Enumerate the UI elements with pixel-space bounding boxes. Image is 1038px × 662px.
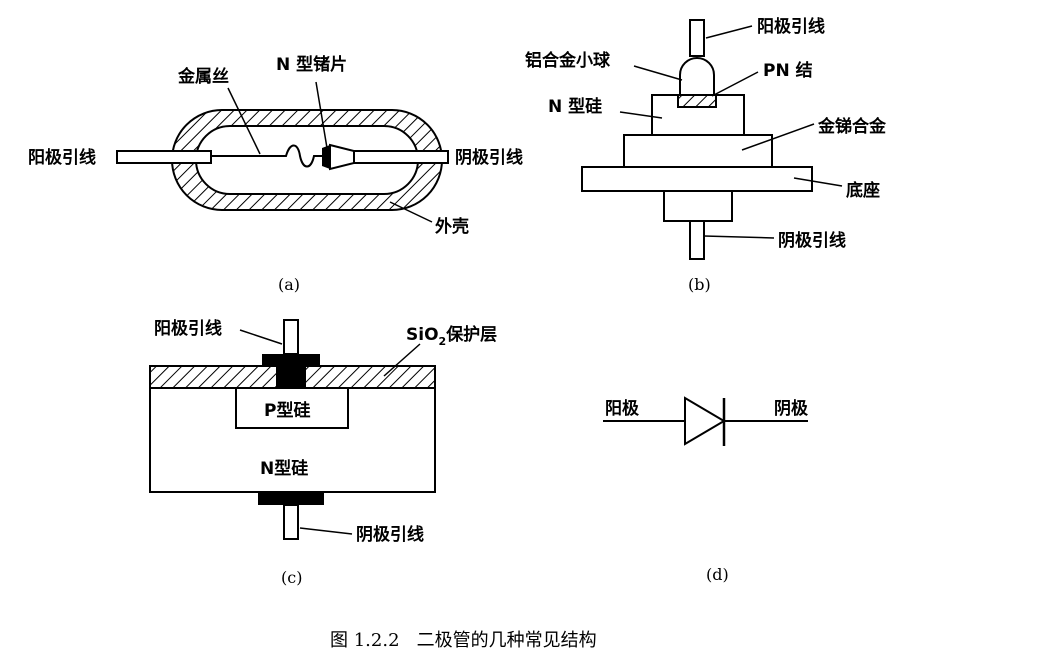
metal-wire bbox=[211, 144, 322, 168]
cathode-lead bbox=[283, 504, 299, 540]
anode-contact-through bbox=[276, 366, 306, 388]
label-anode-lead-a: 阳极引线 bbox=[28, 147, 96, 168]
anode-lead bbox=[689, 19, 705, 57]
sublabel-c: (c) bbox=[281, 568, 302, 587]
label-anode-lead-b: 阳极引线 bbox=[757, 16, 825, 37]
sublabel-a: (a) bbox=[278, 275, 300, 294]
label-al-ball: 铝合金小球 bbox=[525, 50, 611, 71]
cathode-lead bbox=[689, 220, 705, 260]
base-plate bbox=[581, 166, 813, 192]
anode-contact-top bbox=[262, 354, 320, 366]
panel-a: 金属丝 N 型锗片 阳极引线 阴极引线 外壳 (a) bbox=[28, 54, 523, 294]
label-sio2: SiO2保护层 bbox=[406, 324, 497, 348]
aluminum-ball bbox=[679, 57, 715, 96]
label-base: 底座 bbox=[846, 180, 880, 201]
label-metal-wire: 金属丝 bbox=[177, 66, 229, 87]
cathode-lead bbox=[353, 150, 449, 164]
label-germanium: N 型锗片 bbox=[276, 54, 347, 75]
label-pn: PN 结 bbox=[763, 60, 813, 81]
label-anode-lead-c: 阳极引线 bbox=[154, 318, 222, 339]
cathode-contact bbox=[258, 492, 324, 505]
label-cathode-lead-c: 阴极引线 bbox=[356, 524, 424, 545]
cathode-cone bbox=[329, 143, 355, 171]
diode-triangle bbox=[684, 396, 726, 446]
ausb-alloy bbox=[623, 134, 773, 168]
p-silicon bbox=[235, 387, 349, 429]
germanium-chip bbox=[322, 145, 330, 169]
label-n-si-c: N型硅 bbox=[260, 458, 308, 479]
panel-d: 阳极 阴极 (d) bbox=[603, 396, 808, 584]
label-cathode-d: 阴极 bbox=[774, 399, 808, 419]
label-n-si-b: N 型硅 bbox=[548, 96, 602, 117]
shell bbox=[171, 109, 443, 211]
label-shell: 外壳 bbox=[435, 216, 469, 237]
label-anode-d: 阳极 bbox=[605, 399, 639, 419]
anode-lead bbox=[283, 319, 299, 355]
sublabel-d: (d) bbox=[706, 565, 729, 584]
panel-c: 阳极引线 SiO2保护层 P型硅 N型硅 阴极引线 (c) bbox=[149, 318, 497, 587]
anode-lead bbox=[116, 150, 212, 164]
figure-caption: 图 1.2.2 二极管的几种常见结构 bbox=[330, 630, 597, 651]
lower-stub bbox=[663, 190, 733, 222]
label-p-si: P型硅 bbox=[264, 400, 310, 421]
label-cathode-lead-b: 阴极引线 bbox=[778, 230, 846, 251]
label-ausb: 金锑合金 bbox=[817, 116, 887, 137]
label-cathode-lead-a: 阴极引线 bbox=[455, 147, 523, 168]
sublabel-b: (b) bbox=[688, 275, 711, 294]
panel-b: 阳极引线 铝合金小球 PN 结 N 型硅 金锑合金 底座 阴极引线 (b) bbox=[525, 16, 887, 294]
